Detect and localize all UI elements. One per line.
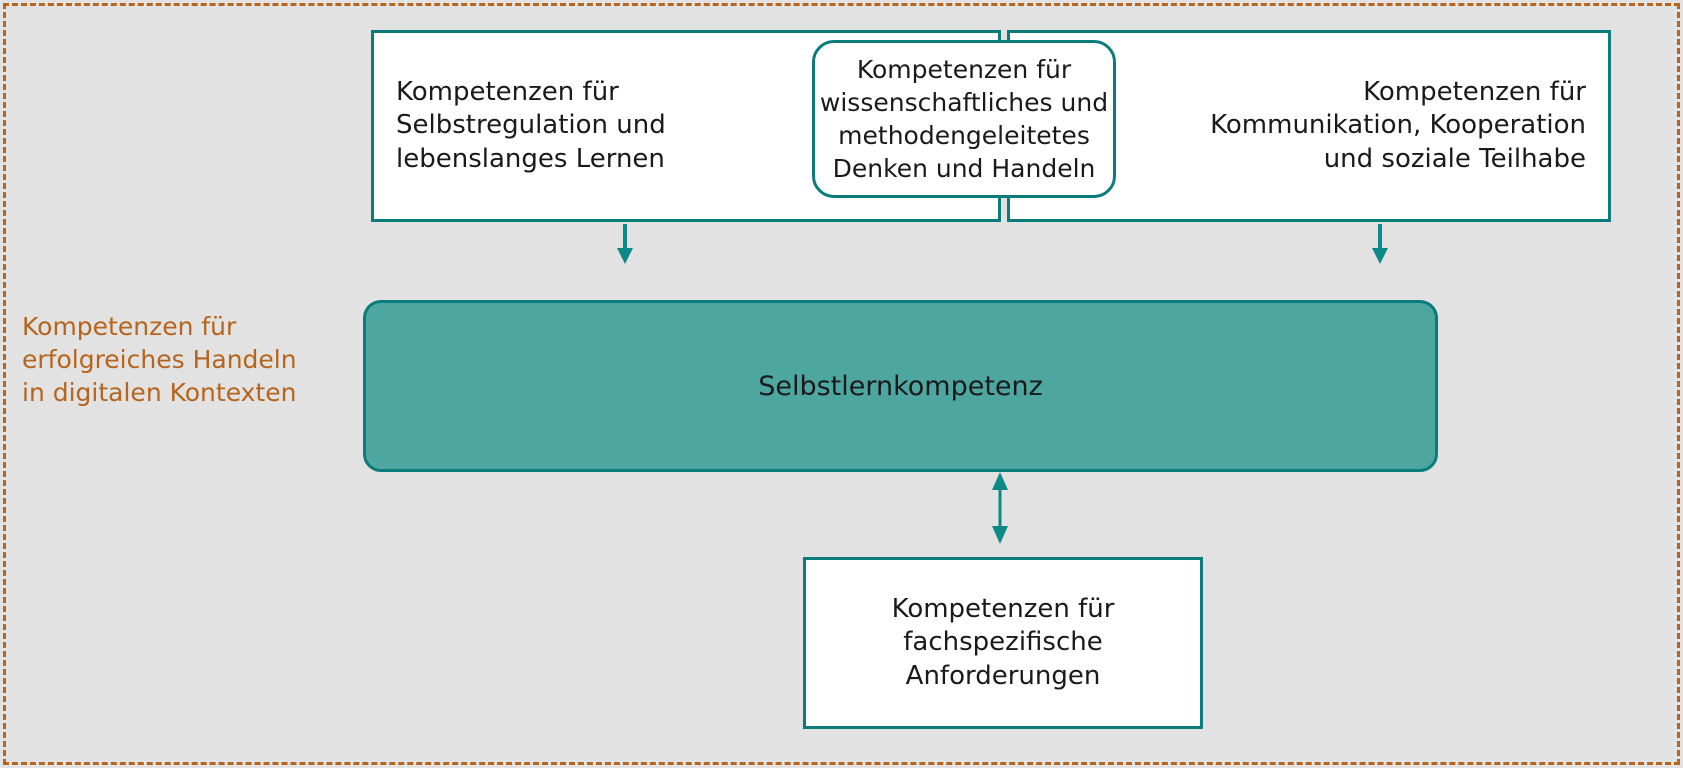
node-fachspezifisch-line-3: Anforderungen — [905, 660, 1101, 691]
node-selbstlernkompetenz: Selbstlernkompetenz — [363, 300, 1438, 472]
diagram-caption: Kompetenzen für erfolgreiches Handeln in… — [22, 310, 322, 409]
node-selbstregulation-text: Kompetenzen für Selbstregulation und leb… — [396, 76, 998, 176]
node-wissenschaftlich-line-2: wissenschaftliches und — [819, 88, 1109, 117]
caption-line-1: Kompetenzen für — [22, 312, 237, 341]
down-arrow-icon-left — [617, 224, 633, 264]
node-selbstregulation-line-1: Kompetenzen für — [396, 77, 619, 108]
caption-line-2: erfolgreiches Handeln — [22, 345, 297, 374]
node-fachspezifisch: Kompetenzen für fachspezifische Anforder… — [803, 557, 1203, 729]
node-kommunikation-line-1: Kompetenzen für — [1363, 77, 1586, 108]
node-fachspezifisch-line-2: fachspezifische — [903, 627, 1103, 658]
node-wissenschaftlich-line-4: Denken und Handeln — [832, 154, 1096, 183]
node-wissenschaftlich: Kompetenzen für wissenschaftliches und m… — [812, 40, 1116, 198]
node-fachspezifisch-line-1: Kompetenzen für — [891, 594, 1115, 625]
node-selbstlernkompetenz-label: Selbstlernkompetenz — [758, 370, 1043, 402]
node-kommunikation-line-3: und soziale Teilhabe — [1323, 143, 1586, 174]
node-fachspezifisch-text: Kompetenzen für fachspezifische Anforder… — [806, 593, 1200, 693]
down-arrow-icon-right — [1372, 224, 1388, 264]
up-down-arrow-icon — [992, 472, 1008, 544]
node-selbstregulation-line-2: Selbstregulation und — [396, 110, 666, 141]
node-kommunikation-line-2: Kommunikation, Kooperation — [1210, 110, 1586, 141]
node-kommunikation-text: Kompetenzen für Kommunikation, Kooperati… — [1010, 76, 1586, 176]
node-selbstregulation-line-3: lebenslanges Lernen — [396, 143, 665, 174]
node-wissenschaftlich-line-3: methodengeleitetes — [838, 121, 1090, 150]
node-wissenschaftlich-line-1: Kompetenzen für — [856, 55, 1072, 84]
node-wissenschaftlich-text: Kompetenzen für wissenschaftliches und m… — [815, 53, 1113, 185]
caption-line-3: in digitalen Kontexten — [22, 378, 297, 407]
